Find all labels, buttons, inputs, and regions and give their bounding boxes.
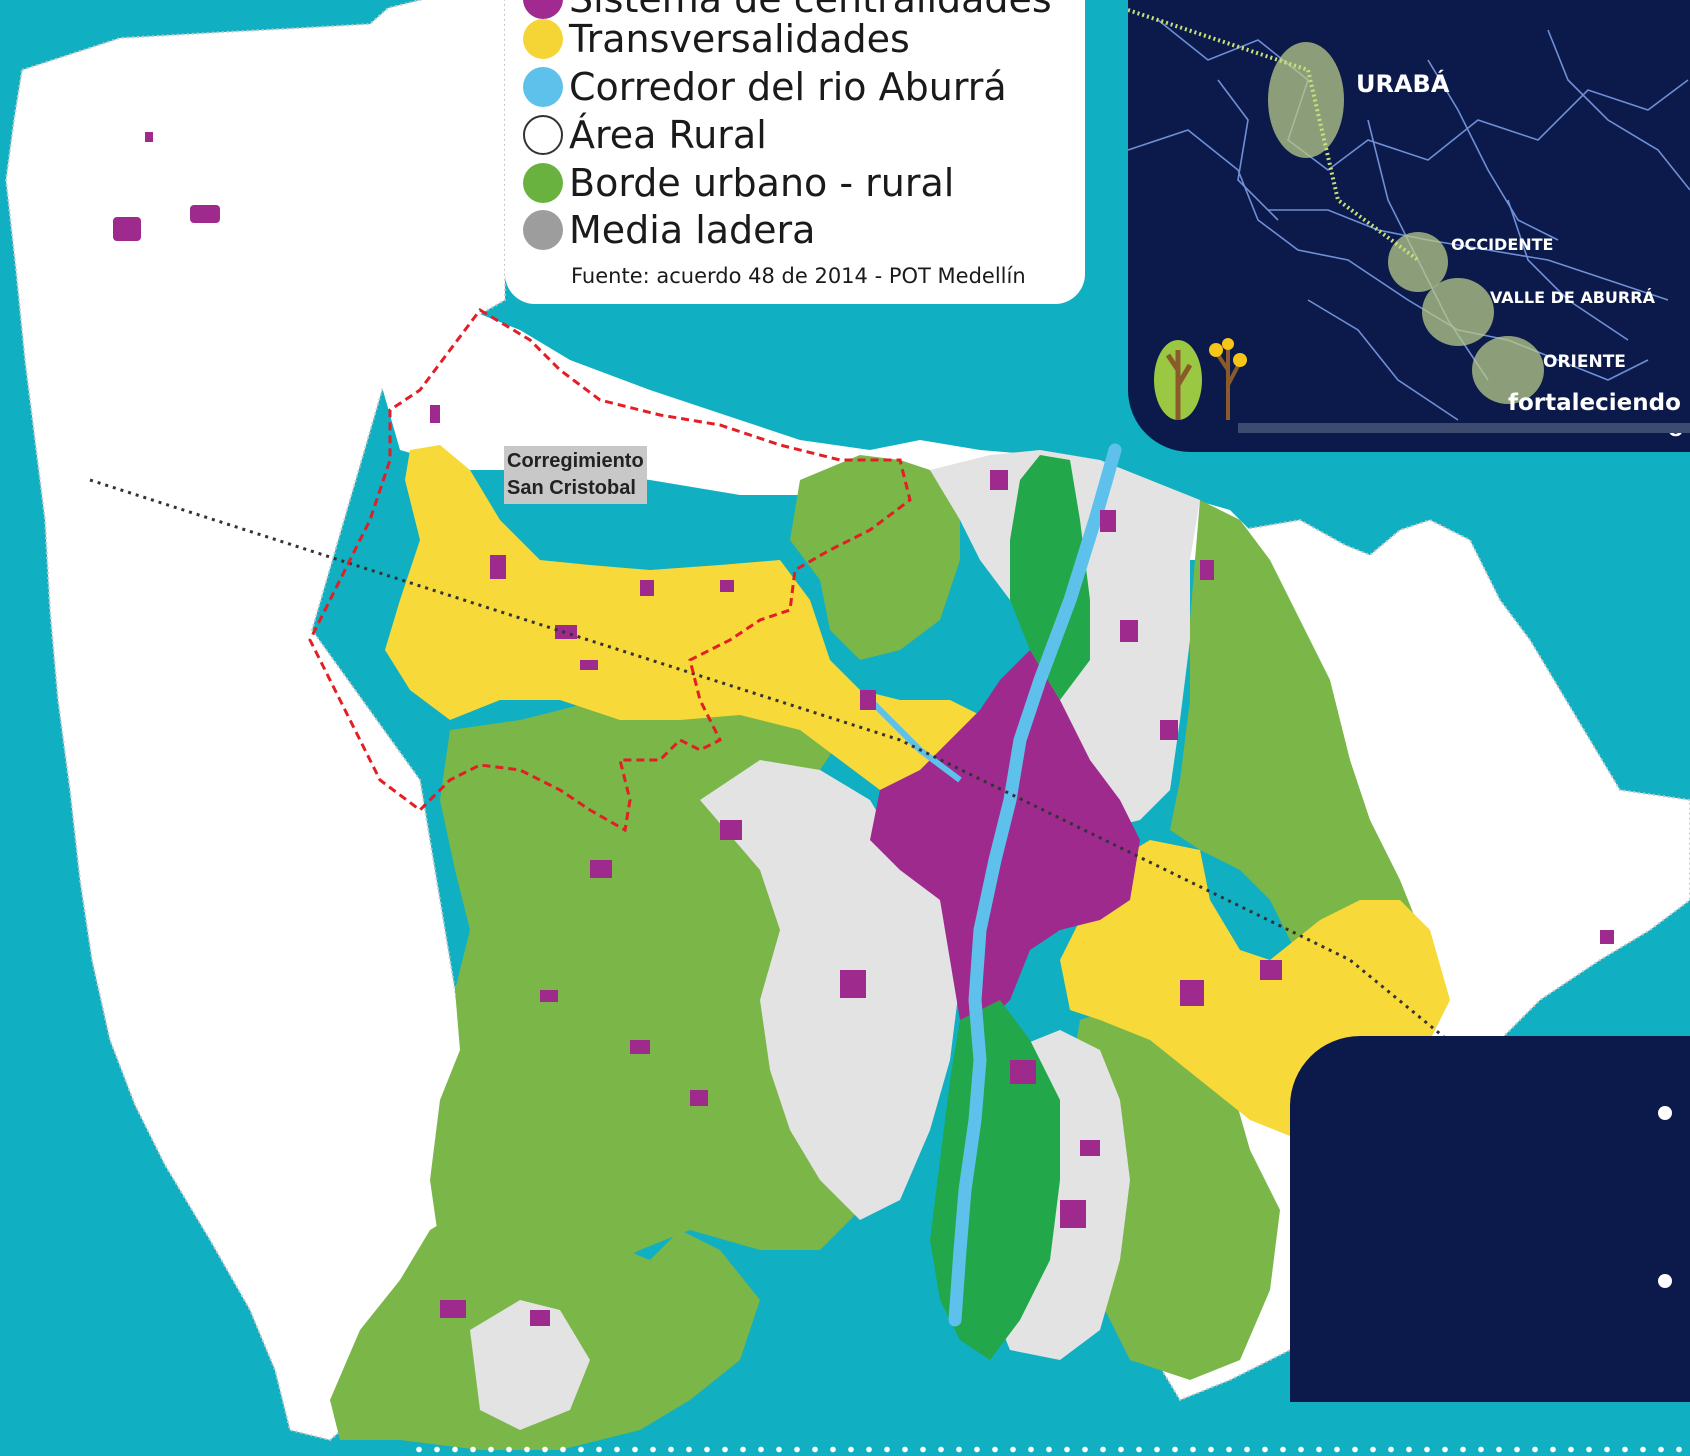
legend-item-centralidades: Sistema de centralidades	[523, 0, 1052, 22]
legend-source: Fuente: acuerdo 48 de 2014 - POT Medellí…	[571, 264, 1026, 288]
legend-item-media-ladera: Media ladera	[523, 207, 815, 253]
inset-caption: fortaleciendo	[1508, 390, 1681, 416]
legend-label-centralidades: Sistema de centralidades	[569, 0, 1052, 21]
inset-dashed-route	[1128, 8, 1420, 262]
inset-region-valle	[1422, 278, 1494, 346]
map-legend: Sistema de centralidades Transversalidad…	[505, 0, 1085, 304]
plant-illustration	[1154, 338, 1247, 420]
bullet-text-box	[1290, 1036, 1690, 1402]
inset-region-outlines	[1128, 8, 1690, 421]
bullet-1	[1658, 1106, 1672, 1120]
bullet-2	[1658, 1274, 1672, 1288]
corregimiento-label: Corregimiento San Cristobal	[504, 446, 647, 504]
legend-swatch-area-rural	[523, 115, 563, 155]
dotted-divider	[410, 1446, 1690, 1453]
corregimiento-boundary	[308, 308, 912, 833]
rural-area-west	[4, 0, 562, 1442]
inset-region-occidente	[1388, 232, 1448, 292]
legend-label-media-ladera: Media ladera	[569, 208, 816, 252]
legend-swatch-transversalidades	[523, 19, 563, 59]
legend-label-borde: Borde urbano - rural	[569, 161, 955, 205]
legend-swatch-centralidades	[523, 0, 563, 19]
inset-label-occidente: OCCIDENTE	[1451, 235, 1554, 254]
legend-swatch-borde	[523, 163, 563, 203]
inset-label-valle: VALLE DE ABURRÁ	[1490, 288, 1655, 307]
legend-label-transversalidades: Transversalidades	[569, 17, 910, 61]
rio-corridor-green	[1010, 455, 1090, 700]
borde-north	[790, 455, 960, 660]
inset-label-uraba: URABÁ	[1356, 70, 1450, 98]
antioquia-inset-map: URABÁ OCCIDENTE VALLE DE ABURRÁ ORIENTE …	[1128, 0, 1690, 452]
legend-label-area-rural: Área Rural	[569, 113, 767, 157]
legend-swatch-media-ladera	[523, 210, 563, 250]
legend-item-transversalidades: Transversalidades	[523, 16, 910, 62]
rio-aburra	[948, 443, 1122, 1327]
borde-east	[1170, 500, 1420, 960]
legend-swatch-corredor-rio	[523, 67, 563, 107]
inset-label-oriente: ORIENTE	[1543, 352, 1626, 372]
corregimiento-label-line1: Corregimiento	[507, 450, 644, 472]
legend-item-borde: Borde urbano - rural	[523, 160, 954, 206]
inset-region-uraba	[1268, 42, 1344, 158]
transversalidad-west	[385, 445, 990, 800]
legend-item-corredor-rio: Corredor del rio Aburrá	[523, 64, 1007, 110]
media-ladera-southwest	[470, 1300, 590, 1430]
inset-progress-bar	[1238, 423, 1690, 433]
inset-region-oriente	[1472, 336, 1544, 404]
legend-label-corredor-rio: Corredor del rio Aburrá	[569, 65, 1007, 109]
centralidad-blobs	[113, 132, 1614, 1326]
media-ladera-west	[700, 760, 960, 1220]
legend-item-area-rural: Área Rural	[523, 112, 767, 158]
corregimiento-label-line2: San Cristobal	[507, 477, 636, 499]
